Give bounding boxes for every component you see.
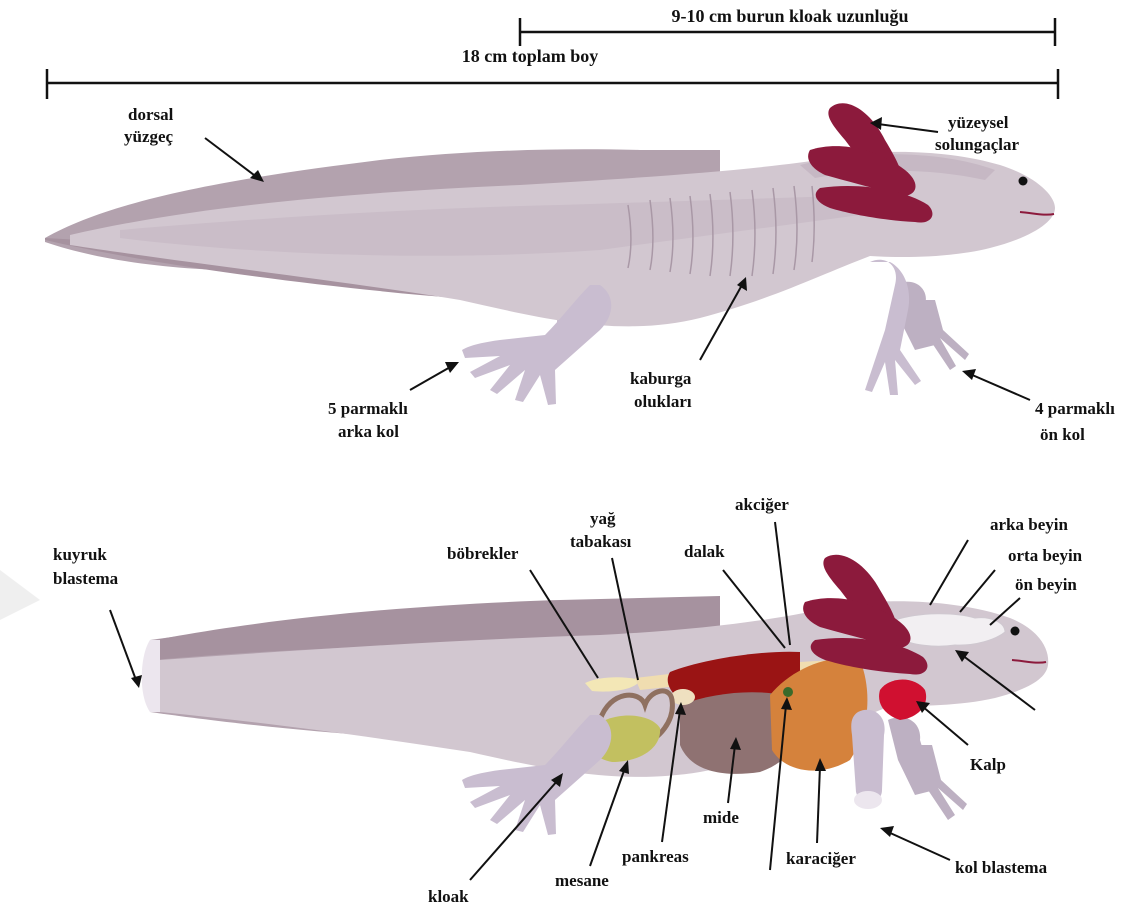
spleen-label: dalak: [684, 542, 725, 561]
hind-limb-label-2: arka kol: [338, 422, 399, 441]
gills-label-2: solungaçlar: [935, 135, 1020, 154]
rib-grooves-label-2: olukları: [634, 392, 692, 411]
dorsal-fin-pointer: [205, 138, 258, 178]
liver-pointer: [817, 766, 820, 843]
limb-blastema-pointer: [888, 832, 950, 860]
bladder-label: mesane: [555, 871, 609, 890]
heart: [879, 680, 926, 721]
total-length-label: 18 cm toplam boy: [462, 46, 599, 66]
eye: [1019, 177, 1028, 186]
gills-label-1: yüzeysel: [948, 113, 1009, 132]
hindbrain-pointer: [930, 540, 968, 605]
pancreas-label: pankreas: [622, 847, 689, 866]
limb-blastema-arrowhead: [880, 826, 894, 837]
snout-vent-measure: 9-10 cm burun kloak uzunluğu: [520, 6, 1055, 46]
liver-label: karaciğer: [786, 849, 856, 868]
forebrain-label: ön beyin: [1015, 575, 1077, 594]
hind-limb-label-1: 5 parmaklı: [328, 399, 408, 418]
gills-pointer: [878, 124, 938, 132]
limb-blastema: [854, 791, 882, 809]
midbrain-label: orta beyin: [1008, 546, 1083, 565]
midbrain-pointer: [960, 570, 995, 612]
fore-limb-label-2: ön kol: [1040, 425, 1085, 444]
kidneys-label: böbrekler: [447, 544, 519, 563]
heart-label: Kalp: [970, 755, 1006, 774]
eye-b: [1011, 627, 1020, 636]
axolotl-external: [45, 103, 1055, 405]
cloaca-label: kloak: [428, 887, 469, 906]
watermark-shape: [0, 570, 40, 620]
dorsal-fin-label-2: yüzgeç: [124, 127, 174, 146]
axolotl-internal: [0, 555, 1048, 835]
heart-pointer: [922, 706, 968, 745]
snout-vent-label: 9-10 cm burun kloak uzunluğu: [671, 6, 908, 26]
dorsal-fin-label-1: dorsal: [128, 105, 174, 124]
gallbladder: [783, 687, 793, 697]
tail-blastema-arrowhead: [131, 675, 142, 688]
stomach-label: mide: [703, 808, 739, 827]
tail-blastema-label-2: blastema: [53, 569, 119, 588]
hindbrain-label: arka beyin: [990, 515, 1068, 534]
total-length-measure: 18 cm toplam boy: [47, 46, 1058, 99]
bladder-pointer: [590, 768, 625, 866]
limb-blastema-label: kol blastema: [955, 858, 1048, 877]
fore-limb-arrowhead: [962, 369, 976, 380]
tail-blastema-label-1: kuyruk: [53, 545, 107, 564]
fat-label-1: yağ: [590, 509, 616, 528]
hind-limb-pointer: [410, 366, 452, 390]
rib-grooves-label-1: kaburga: [630, 369, 692, 388]
fore-limb-pointer: [970, 374, 1030, 400]
tail-blastema-pointer: [110, 610, 136, 680]
fat-label-2: tabakası: [570, 532, 632, 551]
fore-limb-b: [851, 710, 884, 803]
hind-limb-arrowhead: [445, 362, 459, 373]
fore-limb-label-1: 4 parmaklı: [1035, 399, 1115, 418]
tail-blastema: [142, 640, 160, 712]
lung-label: akciğer: [735, 495, 789, 514]
